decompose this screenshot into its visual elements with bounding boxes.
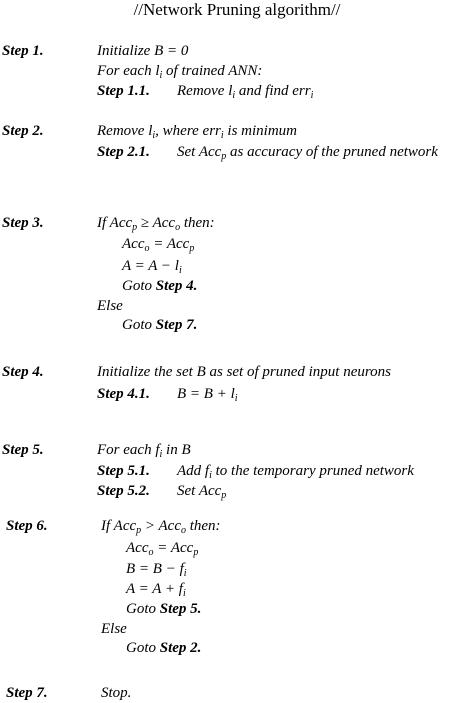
step-6-label: Step 6. [6, 518, 48, 534]
step-1-line-2: For each li of trained ANN: [97, 63, 263, 81]
algorithm-title: //Network Pruning algorithm// [133, 0, 341, 19]
step-1-line-1: Initialize B = 0 [97, 43, 189, 59]
step-4-1-label: Step 4.1. [97, 386, 150, 402]
step-6-line-1: If Accp > Acco then: [101, 518, 221, 536]
step-5-2-line: Step 5.2.Set Accp [97, 483, 227, 501]
step-3-line-3: A = A − li [122, 258, 182, 276]
step-3-line-1: If Accp ≥ Acco then: [97, 215, 215, 233]
step-3-line-6: Goto Step 7. [122, 317, 198, 333]
step-1-1-line: Step 1.1.Remove li and find erri [97, 83, 314, 101]
step-6-line-6: Else [101, 621, 127, 637]
step-1-1-label: Step 1.1. [97, 83, 150, 99]
step-4-1-line: Step 4.1.B = B + li [97, 386, 238, 404]
step-6-line-7: Goto Step 2. [126, 640, 202, 656]
step-4-label: Step 4. [2, 364, 44, 380]
step-5-line-1: For each fi in B [97, 442, 191, 460]
step-5-1-line: Step 5.1.Add fi to the temporary pruned … [97, 463, 414, 481]
step-6-line-4: A = A + fi [126, 581, 186, 599]
step-6-line-3: B = B − fi [126, 561, 187, 579]
step-3-line-4: Goto Step 4. [122, 278, 198, 294]
step-1-label: Step 1. [2, 43, 44, 59]
step-6-line-5: Goto Step 5. [126, 601, 202, 617]
step-5-1-label: Step 5.1. [97, 463, 150, 479]
step-6-line-2: Acco = Accp [126, 540, 199, 558]
step-3-line-2: Acco = Accp [122, 236, 195, 254]
step-2-1-line: Step 2.1.Set Accp as accuracy of the pru… [97, 144, 438, 162]
step-5-label: Step 5. [2, 442, 44, 458]
step-2-label: Step 2. [2, 123, 44, 139]
step-2-1-label: Step 2.1. [97, 144, 150, 160]
step-3-label: Step 3. [2, 215, 44, 231]
step-2-line-1: Remove li, where erri is minimum [97, 123, 297, 141]
step-3-line-5: Else [97, 298, 123, 314]
step-7-label: Step 7. [6, 685, 48, 701]
step-5-2-label: Step 5.2. [97, 483, 150, 499]
step-4-line-1: Initialize the set B as set of pruned in… [97, 364, 392, 380]
step-7-line-1: Stop. [101, 685, 132, 701]
